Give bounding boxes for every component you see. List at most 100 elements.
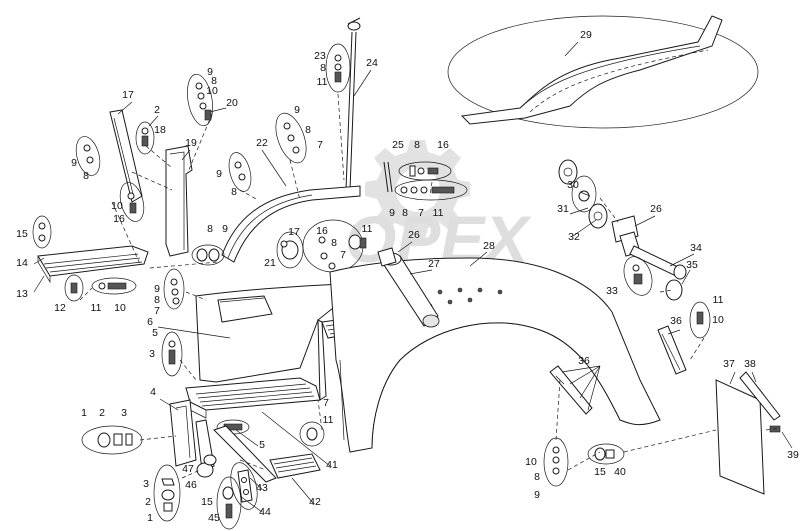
callout-number: 10 — [206, 85, 218, 97]
callout-number: 1 — [81, 407, 87, 419]
callout-number: 26 — [408, 229, 420, 241]
fastener-set-11-10 — [91, 277, 137, 295]
bracket-26-34 — [611, 215, 687, 301]
callout-number: 28 — [483, 240, 495, 252]
fastener-set-10-8-9 — [543, 437, 569, 487]
fastener-set-21-17-16 — [276, 231, 304, 269]
fastener-set-3-2-1 — [153, 464, 181, 522]
fastener-set-9-8-10-20 — [186, 73, 214, 127]
callout-number: 45 — [208, 512, 220, 524]
fastener-set-11-bottom — [299, 421, 325, 447]
fastener-set-15-14 — [32, 215, 52, 249]
callout-number: 9 — [216, 168, 222, 180]
callout-number: 10 — [712, 314, 724, 326]
callout-number: 17 — [122, 89, 134, 101]
mount-tube-27 — [377, 247, 440, 328]
callout-number: 26 — [650, 203, 662, 215]
callout-number: 11 — [362, 223, 373, 235]
fastener-set-15-45 — [216, 476, 242, 530]
callout-number: 8 — [305, 124, 311, 136]
fastener-set-9-8-7-11 — [394, 179, 468, 201]
callout-number: 15 — [201, 496, 213, 508]
callout-number: 32 — [568, 231, 580, 243]
callout-number: 11 — [317, 76, 328, 88]
bracket-43-44 — [230, 462, 258, 510]
callout-number: 15 — [594, 466, 606, 478]
callout-number: 19 — [185, 137, 197, 149]
bracket-36-lower — [549, 365, 593, 415]
callout-number: 7 — [323, 397, 329, 409]
curved-bracket-22 — [221, 185, 361, 263]
callout-number: 8 — [83, 170, 89, 182]
side-bracket-17 — [109, 109, 155, 203]
callout-number: 9 — [294, 104, 300, 116]
fastener-set-16-8-7-11 — [302, 219, 367, 273]
fastener-set-15-40 — [587, 443, 625, 465]
callout-number: 11 — [91, 302, 102, 314]
callout-number: 3 — [143, 478, 149, 490]
callout-number: 11 — [433, 207, 444, 219]
callout-number: 16 — [113, 213, 125, 225]
step-13 — [37, 245, 149, 284]
callout-number: 5 — [259, 439, 265, 451]
callout-number: 41 — [326, 459, 338, 471]
washers-30-31-32 — [558, 159, 608, 229]
callout-number: 47 — [182, 463, 194, 475]
fastener-set-12 — [64, 274, 84, 302]
callout-number: 16 — [316, 225, 328, 237]
fastener-set-11-10-right — [689, 301, 711, 339]
mudflap-37 — [715, 371, 781, 495]
callout-number: 4 — [150, 386, 156, 398]
callout-number: 25 — [392, 139, 404, 151]
callout-number: 42 — [309, 496, 321, 508]
callout-number: 33 — [606, 285, 618, 297]
bracket-36-right — [657, 325, 687, 375]
callout-number: 14 — [16, 257, 28, 269]
fastener-set-9-8-mid — [228, 152, 252, 192]
callout-number: 20 — [226, 97, 238, 109]
callout-number: 8 — [231, 186, 237, 198]
callout-number: 10 — [525, 456, 537, 468]
fastener-set-9-8-7 — [275, 112, 307, 164]
callout-number: 36 — [670, 315, 682, 327]
callout-number: 15 — [16, 228, 28, 240]
callout-number: 13 — [16, 288, 28, 300]
callout-number: 30 — [567, 179, 579, 191]
callout-number: 6 — [147, 316, 153, 328]
callout-number: 9 — [207, 66, 213, 78]
callout-number: 8 — [154, 294, 160, 306]
callout-number: 10 — [114, 302, 126, 314]
fastener-set-9-8-7-lower — [163, 268, 185, 310]
fastener-set-1-2-3 — [81, 425, 143, 455]
callout-number: 7 — [317, 139, 323, 151]
callout-number: 29 — [580, 29, 592, 41]
callout-number: 8 — [534, 471, 540, 483]
callout-number: 10 — [111, 200, 123, 212]
leader-lines — [33, 41, 793, 513]
callout-number: 1 — [147, 512, 153, 524]
callout-number: 18 — [154, 124, 166, 136]
support-rod-24 — [325, 17, 361, 191]
callout-number: 27 — [428, 258, 440, 270]
callout-number: 9 — [154, 283, 160, 295]
fastener-set-5-3 — [161, 331, 183, 377]
callout-number: 9 — [389, 207, 395, 219]
callout-number: 34 — [690, 242, 702, 254]
callout-number: 8 — [331, 237, 337, 249]
callout-number: 2 — [99, 407, 105, 419]
callout-number: 8 — [211, 75, 217, 87]
callout-number: 24 — [366, 57, 378, 69]
callout-number: 9 — [222, 223, 228, 235]
callout-number: 22 — [256, 137, 268, 149]
step-42 — [213, 425, 321, 483]
callout-number: 21 — [264, 257, 276, 269]
callout-number: 2 — [154, 104, 160, 116]
callout-number: 23 — [314, 50, 326, 62]
callout-number: 38 — [744, 358, 756, 370]
callout-number: 40 — [614, 466, 626, 478]
callout-number: 3 — [149, 348, 155, 360]
callout-number: 35 — [686, 259, 698, 271]
fastener-set-10-16 — [119, 182, 145, 222]
callout-number: 7 — [418, 207, 424, 219]
